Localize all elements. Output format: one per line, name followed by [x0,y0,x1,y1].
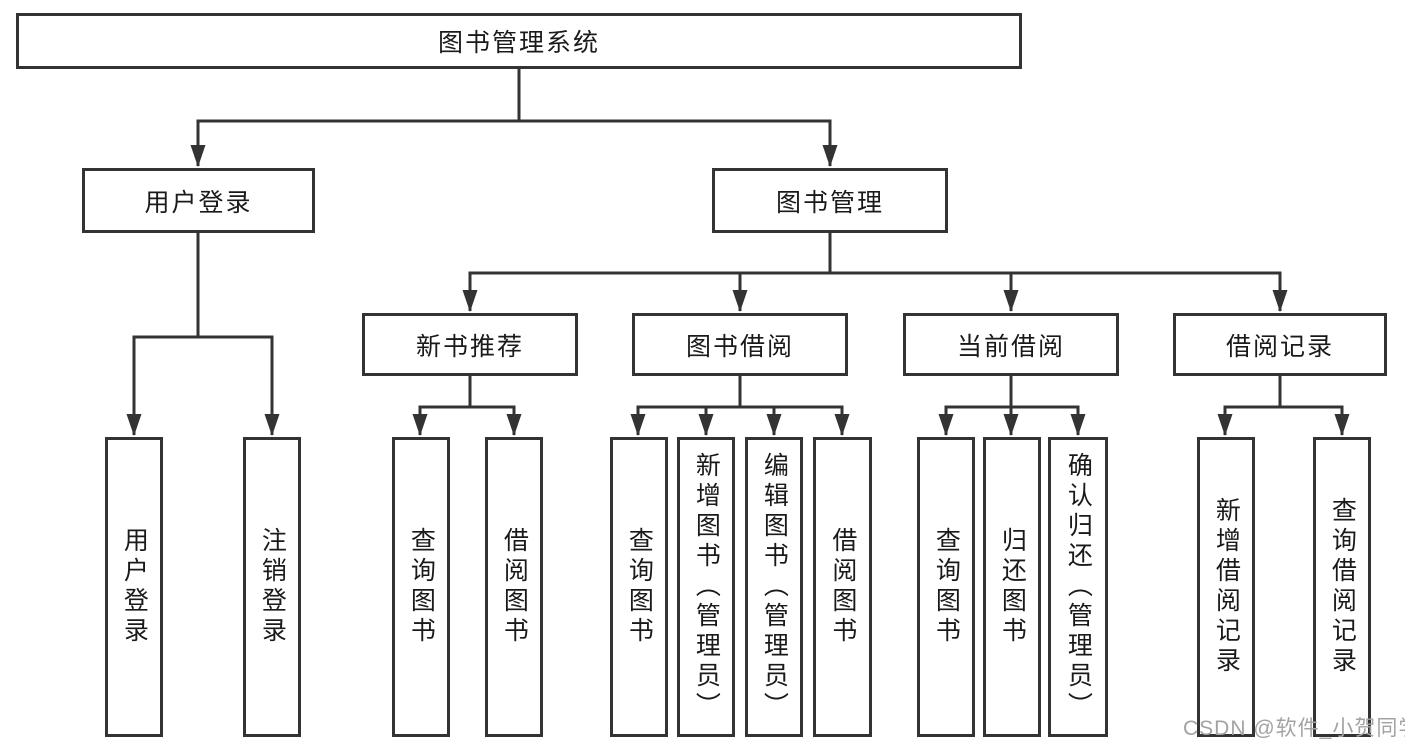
leaf-rec-query-books-label: 查询图书 [407,527,436,647]
leaf-edit-books-admin-label: 编辑图书（管理员） [760,452,789,722]
node-borrow-records-label: 借阅记录 [1225,332,1334,361]
node-user-login: 用户登录 [82,168,315,233]
leaf-confirm-return-admin-label: 确认归还（管理员） [1064,452,1093,722]
node-new-book-recommend-label: 新书推荐 [415,332,524,361]
leaf-query-borrow-record-label: 查询借阅记录 [1328,497,1357,677]
leaf-return-books-label: 归还图书 [998,527,1027,647]
leaf-query-borrow-record: 查询借阅记录 [1313,437,1371,737]
csdn-watermark: CSDN @软件_小贺同学 [1183,717,1405,740]
leaf-add-books-admin: 新增图书（管理员） [677,437,735,737]
leaf-user-login: 用户登录 [105,437,163,737]
leaf-logout-login-label: 注销登录 [258,527,287,647]
node-book-borrow: 图书借阅 [632,313,848,376]
leaf-current-query-books: 查询图书 [917,437,975,737]
node-library-system: 图书管理系统 [16,13,1022,69]
leaf-user-login-label: 用户登录 [120,527,149,647]
leaf-add-books-admin-label: 新增图书（管理员） [692,452,721,722]
node-book-borrow-label: 图书借阅 [685,332,794,361]
leaf-add-borrow-record-label: 新增借阅记录 [1212,497,1241,677]
node-user-login-label: 用户登录 [144,188,253,217]
node-borrow-records: 借阅记录 [1173,313,1387,376]
leaf-borrow-query-books-label: 查询图书 [625,527,654,647]
leaf-rec-borrow-books-label: 借阅图书 [500,527,529,647]
leaf-edit-books-admin: 编辑图书（管理员） [745,437,803,737]
leaf-confirm-return-admin: 确认归还（管理员） [1048,437,1108,737]
leaf-borrow-books-label: 借阅图书 [828,527,857,647]
node-book-management-label: 图书管理 [775,188,884,217]
leaf-borrow-books: 借阅图书 [813,437,872,737]
leaf-add-borrow-record: 新增借阅记录 [1197,437,1255,737]
leaf-logout-login: 注销登录 [243,437,301,737]
node-library-system-label: 图书管理系统 [437,29,600,57]
node-new-book-recommend: 新书推荐 [362,313,578,376]
leaf-return-books: 归还图书 [983,437,1041,737]
leaf-rec-borrow-books: 借阅图书 [485,437,543,737]
leaf-rec-query-books: 查询图书 [392,437,450,737]
leaf-borrow-query-books: 查询图书 [610,437,668,737]
node-current-borrow: 当前借阅 [903,313,1119,376]
leaf-current-query-books-label: 查询图书 [932,527,961,647]
node-current-borrow-label: 当前借阅 [956,332,1065,361]
node-book-management: 图书管理 [712,168,948,233]
